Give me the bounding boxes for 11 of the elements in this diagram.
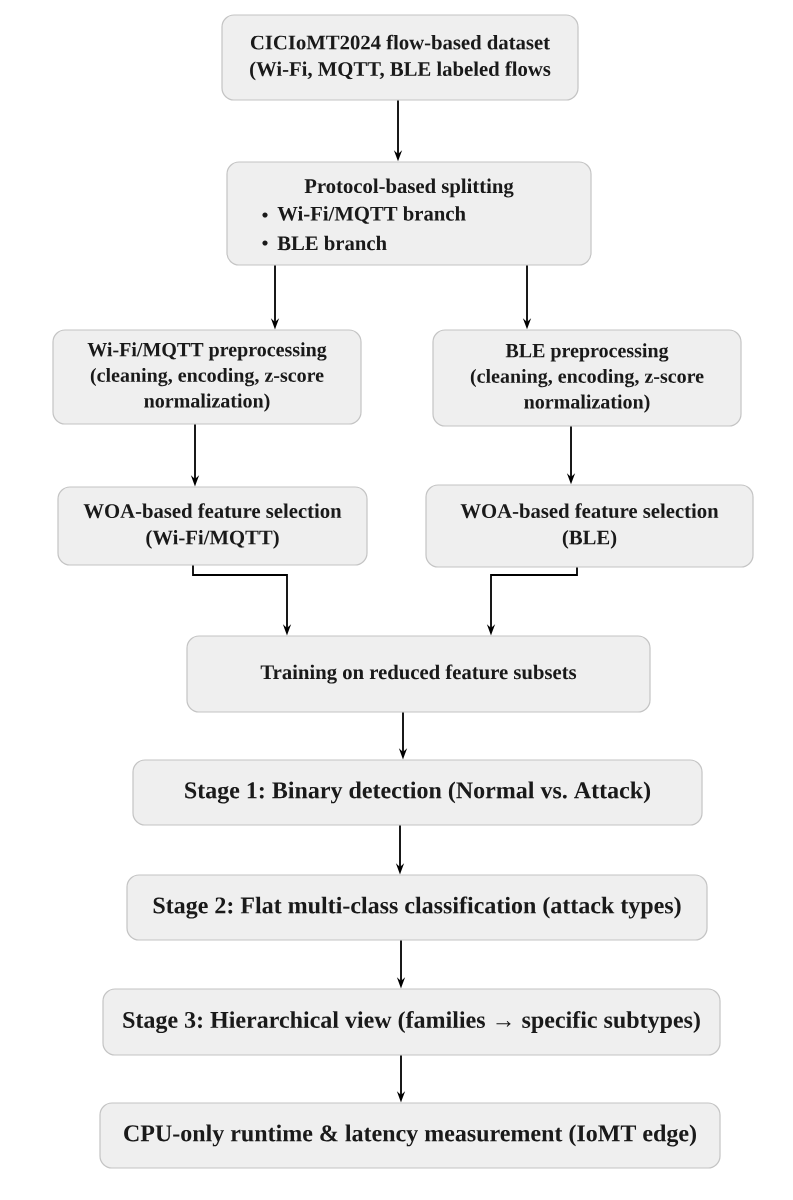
process-box: BLE preprocessing (cleaning, encoding, z-score normalization) xyxy=(432,329,742,427)
process-box: Wi-Fi/MQTT preprocessing (cleaning, encoding, z-score normalization) xyxy=(52,329,362,425)
process-box: Training on reduced feature subsets xyxy=(186,635,651,713)
process-box: Stage 3: Hierarchical view (families → specific subtypes) xyxy=(102,988,721,1056)
process-box: Stage 1: Binary detection (Normal vs. Attack) xyxy=(132,759,703,826)
process-box: Protocol-based splitting Wi-Fi/MQTT branch BLE branch xyxy=(226,161,592,266)
process-box: WOA-based feature selection (BLE) xyxy=(425,484,754,568)
process-box: CPU-only runtime & latency measurement (IoMT edge) xyxy=(99,1102,721,1169)
process-box: WOA-based feature selection (Wi-Fi/MQTT) xyxy=(57,486,368,566)
process-box: Stage 2: Flat multi-class classification (attack types) xyxy=(126,874,708,941)
process-box: CICIoMT2024 flow-based dataset (Wi-Fi, MQTT, BLE labeled flows xyxy=(221,14,579,101)
